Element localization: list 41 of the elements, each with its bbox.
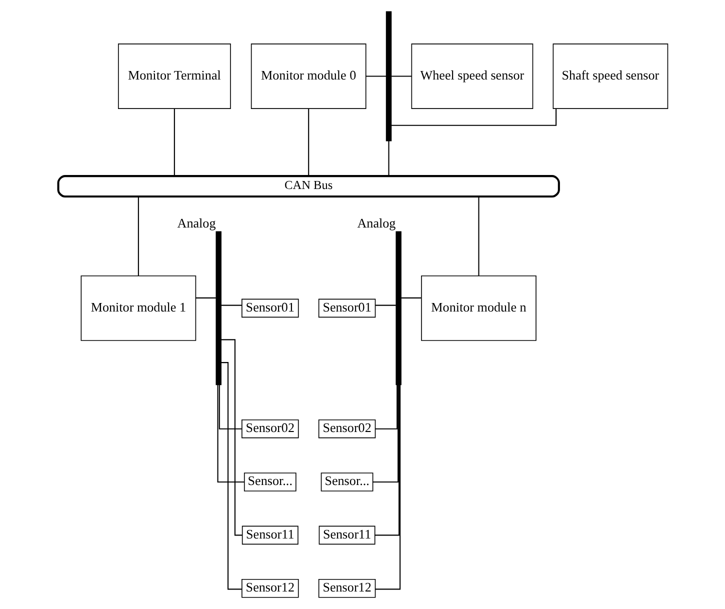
connector <box>478 196 479 276</box>
node-box: Sensor11 <box>318 526 375 545</box>
connector <box>220 339 242 536</box>
connector <box>216 384 244 483</box>
connector <box>374 384 400 590</box>
connector <box>372 384 398 483</box>
node-box <box>215 231 221 386</box>
node-box: Sensor12 <box>241 578 298 598</box>
node-box: Wheel speed sensor <box>410 44 533 109</box>
connector <box>391 76 411 77</box>
node-box: Monitor module n <box>420 275 536 341</box>
connector <box>220 304 242 306</box>
connector <box>218 384 242 430</box>
node-box: Sensor... <box>320 472 373 492</box>
connector <box>366 76 386 77</box>
connector <box>400 297 421 298</box>
node-box: Sensor01 <box>318 298 376 318</box>
connector <box>195 297 216 298</box>
node-box: Sensor11 <box>241 526 298 545</box>
connector <box>390 108 556 126</box>
node-box: Monitor Terminal <box>118 44 230 109</box>
node-box: Shaft speed sensor <box>552 44 668 109</box>
connector <box>374 384 400 536</box>
node-box: CAN Bus <box>56 175 560 198</box>
connector <box>388 140 389 176</box>
node-box: Sensor... <box>243 472 296 492</box>
node-box: Monitor module 1 <box>80 275 196 341</box>
node-box: Sensor01 <box>241 298 298 318</box>
node-box: Monitor module 0 <box>250 44 366 109</box>
node-box: Sensor02 <box>241 419 298 438</box>
connector <box>173 108 174 176</box>
node-box: Sensor12 <box>318 578 376 598</box>
connector <box>375 304 396 306</box>
connector <box>374 384 398 430</box>
connector <box>308 108 309 176</box>
node-box: Sensor02 <box>318 419 376 438</box>
connector <box>137 196 138 276</box>
node-box <box>395 231 401 386</box>
node-label: Analog <box>176 215 216 230</box>
node-label: Analog <box>356 215 396 230</box>
node-bar <box>385 11 392 142</box>
